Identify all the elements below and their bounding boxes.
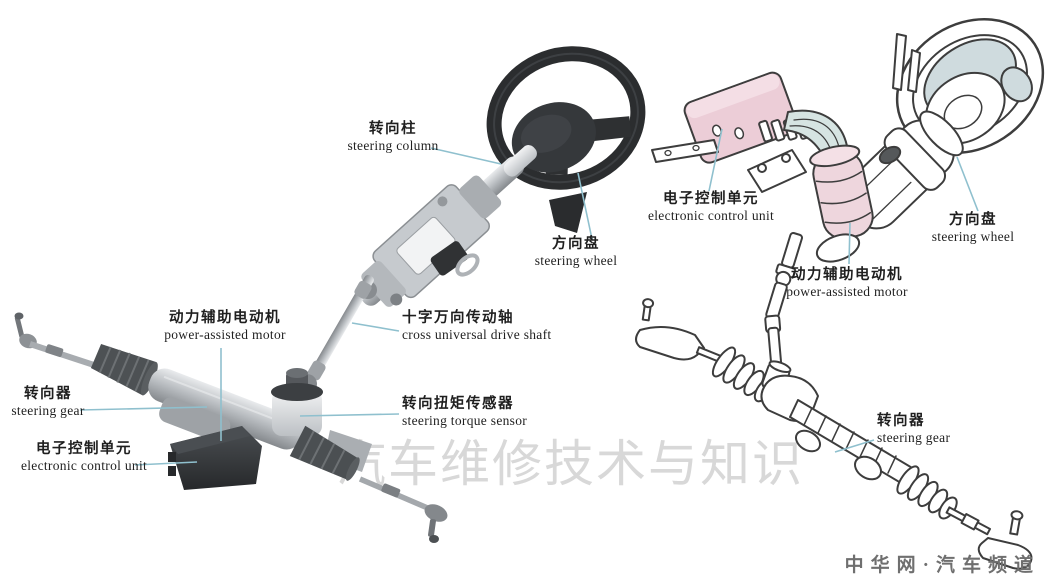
label-steering-gear-left-en: steering gear [11,403,85,419]
steering-column-art-left [360,145,537,307]
leader-torque-sensor-left [299,413,400,417]
label-steering-torque-sensor-zh: 转向扭矩传感器 [402,396,514,412]
leader-motor-right [848,222,851,265]
label-ecu-left: 电子控制单元 electronic control unit [21,441,147,473]
leader-steering-column-left [430,147,502,165]
steering-gear-art-right [635,298,1033,570]
leader-steering-wheel-left [577,172,593,240]
leader-steering-gear-right [834,439,875,453]
leader-steering-wheel-right [956,156,979,212]
label-ecu-right-zh: 电子控制单元 [662,191,759,207]
label-steering-gear-left: 转向器 steering gear [11,386,84,418]
right-assembly-art [635,17,1045,570]
label-power-assisted-motor-right-zh: 动力辅助电动机 [791,267,903,283]
watermark-text: 汽车维修技术与知识 [336,436,804,492]
label-cross-universal-drive-shaft: 十字万向传动轴 cross universal drive shaft [402,310,551,342]
label-steering-column-left: 转向柱 steering column [347,121,438,153]
site-credit: 中华网·汽车频道 [844,555,1040,576]
label-steering-wheel-left-zh: 方向盘 [551,236,600,252]
label-steering-gear-right: 转向器 steering gear [877,413,950,445]
label-steering-torque-sensor: 转向扭矩传感器 steering torque sensor [402,396,527,428]
cross-universal-shaft-art-left [305,274,374,387]
label-cross-universal-drive-shaft-zh: 十字万向传动轴 [402,310,514,326]
leader-steering-gear-left [79,406,208,411]
stalk-art-left [549,192,587,233]
label-steering-wheel-left-en: steering wheel [534,253,618,269]
label-steering-torque-sensor-en: steering torque sensor [402,413,528,429]
label-power-assisted-motor-left-zh: 动力辅助电动机 [169,310,281,326]
label-steering-wheel-right-zh: 方向盘 [948,212,997,228]
left-assembly-art [14,46,646,543]
label-steering-wheel-left: 方向盘 steering wheel [535,236,618,268]
leader-cross-shaft-left [351,322,400,332]
label-steering-gear-left-zh: 转向器 [24,386,72,402]
stalk-art-right [892,33,907,91]
label-steering-gear-right-zh: 转向器 [877,413,925,429]
label-cross-universal-drive-shaft-en: cross universal drive shaft [402,327,552,343]
cross-shaft-art-right [765,231,803,321]
label-steering-column-left-zh: 转向柱 [368,121,417,137]
label-power-assisted-motor-right-en: power-assisted motor [786,284,908,300]
leader-ecu-left [134,461,198,466]
leader-lines [79,128,979,466]
label-power-assisted-motor-left: 动力辅助电动机 power-assisted motor [164,310,286,342]
label-ecu-left-zh: 电子控制单元 [35,441,132,457]
label-ecu-right: 电子控制单元 electronic control unit [648,191,774,223]
label-ecu-right-en: electronic control unit [647,208,775,224]
leader-ecu-right [708,128,723,192]
steering-gear-art-left [14,312,448,543]
label-steering-gear-right-en: steering gear [877,430,951,446]
label-power-assisted-motor-left-en: power-assisted motor [164,327,286,343]
steering-column-art-right [843,110,964,230]
stalk2-art-right [907,49,921,93]
label-steering-wheel-right-en: steering wheel [931,229,1015,245]
motor-art-right [809,144,874,240]
label-ecu-left-en: electronic control unit [20,458,148,474]
label-power-assisted-motor-right: 动力辅助电动机 power-assisted motor [786,267,908,299]
label-steering-column-left-en: steering column [347,138,439,154]
label-steering-wheel-right: 方向盘 steering wheel [932,212,1015,244]
